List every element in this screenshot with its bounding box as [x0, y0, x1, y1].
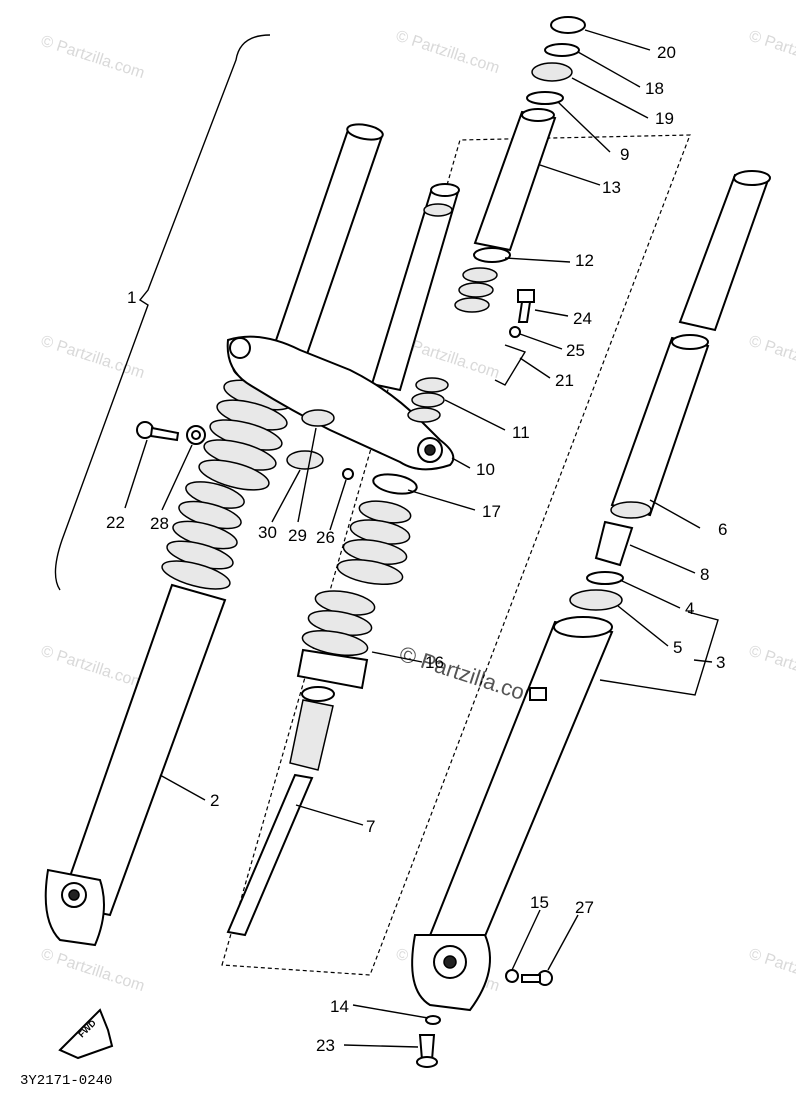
- callout-16: 16: [425, 653, 444, 672]
- washer-12: [473, 247, 511, 263]
- bracket-1: [54, 34, 271, 591]
- under-bracket: [226, 335, 455, 471]
- cap-bolt-19: [531, 62, 573, 82]
- drain-bolt-23: [416, 1034, 438, 1068]
- leader-lines: [124, 29, 719, 1048]
- inner-tube-right-upper: [678, 173, 770, 332]
- watermark: © Partzilla.com: [39, 643, 147, 692]
- o-ring-9: [526, 91, 564, 105]
- washer-14: [425, 1015, 441, 1025]
- bracket-21: [494, 344, 527, 386]
- callout-10: 10: [476, 460, 495, 479]
- callout-labels: 1 2 3 4 5 6 7 8 9 10 11 12 13 14 15 16 1…: [106, 43, 727, 1055]
- watermark: © Partzilla.com: [747, 946, 796, 995]
- callout-20: 20: [657, 43, 676, 62]
- seal-29: [301, 409, 335, 427]
- callout-25: 25: [566, 341, 585, 360]
- bolt-22: [136, 421, 180, 442]
- left-lower-boot: [161, 481, 245, 590]
- dashed-outline: [221, 134, 691, 976]
- center-boot: [296, 500, 412, 690]
- cap-20: [550, 16, 586, 34]
- callout-6: 6: [718, 520, 727, 539]
- washer-15: [505, 969, 519, 983]
- callout-21: 21: [555, 371, 574, 390]
- callout-2: 2: [210, 791, 219, 810]
- watermark: © Partzilla.com: [39, 333, 147, 382]
- callout-14: 14: [330, 997, 349, 1016]
- clamp-17: [372, 473, 418, 495]
- callout-24: 24: [573, 309, 592, 328]
- bolt-27: [521, 970, 553, 986]
- watermark: © Partzilla.com: [39, 946, 147, 995]
- callout-17: 17: [482, 502, 501, 521]
- callout-3: 3: [716, 653, 725, 672]
- callout-19: 19: [655, 109, 674, 128]
- ring-18: [544, 43, 580, 57]
- callout-29: 29: [288, 526, 307, 545]
- spring: [407, 267, 498, 423]
- callout-12: 12: [575, 251, 594, 270]
- callout-4: 4: [685, 599, 694, 618]
- watermark: © Partzilla.com: [747, 28, 796, 77]
- callout-13: 13: [602, 178, 621, 197]
- steering-stem-assembly: [226, 183, 460, 471]
- callout-1: 1: [127, 288, 136, 307]
- callout-11: 11: [512, 423, 530, 442]
- callout-5: 5: [673, 638, 682, 657]
- tube-top-left: [346, 123, 384, 141]
- callout-26: 26: [316, 528, 335, 547]
- callout-23: 23: [316, 1036, 335, 1055]
- bushing-8: [594, 520, 634, 567]
- callout-18: 18: [645, 79, 664, 98]
- left-fork: [44, 123, 384, 947]
- damper-rod: [226, 686, 335, 937]
- callout-22: 22: [106, 513, 125, 532]
- watermark: © Partzilla.com: [747, 333, 796, 382]
- circlip-4: [586, 571, 624, 585]
- bolt-26: [342, 468, 354, 480]
- fork-cap-stack: [407, 16, 586, 423]
- watermark: © Partzilla.com: [747, 643, 796, 692]
- inner-tube-left: [270, 128, 384, 362]
- fwd-arrow-icon: FWD: [58, 1008, 114, 1060]
- clamp-hole-left: [229, 337, 251, 359]
- callout-7: 7: [366, 817, 375, 836]
- callout-9: 9: [620, 145, 629, 164]
- diagram-code: 3Y2171-0240: [20, 1073, 112, 1089]
- right-fork: [411, 170, 771, 1012]
- watermark: © Partzilla.com: [39, 33, 147, 82]
- bolt-24: [517, 289, 535, 323]
- washer-25: [509, 326, 521, 338]
- callout-27: 27: [575, 898, 594, 917]
- seal-30: [286, 450, 324, 470]
- callout-15: 15: [530, 893, 549, 912]
- outer-tube-left: [58, 583, 227, 917]
- watermark: © Partzilla.com: [394, 28, 502, 77]
- spacer-13: [473, 110, 557, 252]
- callout-30: 30: [258, 523, 277, 542]
- callout-8: 8: [700, 565, 709, 584]
- oil-seal-5: [569, 589, 623, 611]
- callout-28: 28: [150, 514, 169, 533]
- watermark-layer: © Partzilla.com © Partzilla.com © Partzi…: [39, 28, 796, 995]
- inner-tube-right-lower-6: [610, 336, 710, 517]
